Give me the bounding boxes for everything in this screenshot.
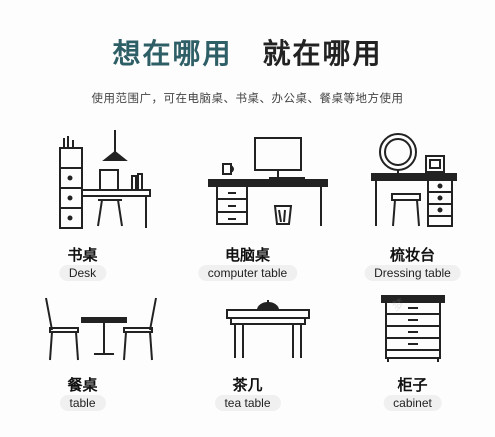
item-label-zh: 梳妆台 bbox=[389, 246, 435, 264]
item-label-en: table bbox=[59, 395, 106, 411]
item-label-en: tea table bbox=[214, 395, 281, 411]
item-label-en: Dressing table bbox=[364, 265, 461, 281]
dining-table-icon bbox=[45, 297, 157, 361]
item-label-en: computer table bbox=[197, 265, 298, 281]
dressing-table-icon bbox=[371, 133, 457, 227]
cabinet-icon bbox=[381, 295, 445, 362]
computer-desk-icon bbox=[208, 137, 328, 226]
desk-icon bbox=[59, 130, 151, 229]
page-title: 想在哪用就在哪用 bbox=[0, 32, 495, 72]
item-label-en: cabinet bbox=[383, 395, 442, 411]
item-label-zh: 柜子 bbox=[397, 376, 428, 394]
item-label-zh: 电脑桌 bbox=[224, 246, 270, 264]
title-part-2: 就在哪用 bbox=[262, 37, 383, 70]
subtitle: 使用范围广，可在电脑桌、书桌、办公桌、餐桌等地方使用 bbox=[91, 91, 404, 105]
title-part-1: 想在哪用 bbox=[112, 37, 233, 70]
item-label-zh: 茶几 bbox=[232, 376, 263, 394]
tea-table-icon bbox=[226, 300, 310, 358]
item-label-zh: 餐桌 bbox=[67, 376, 98, 394]
item-label-en: Desk bbox=[58, 265, 107, 281]
item-label-zh: 书桌 bbox=[67, 246, 98, 264]
